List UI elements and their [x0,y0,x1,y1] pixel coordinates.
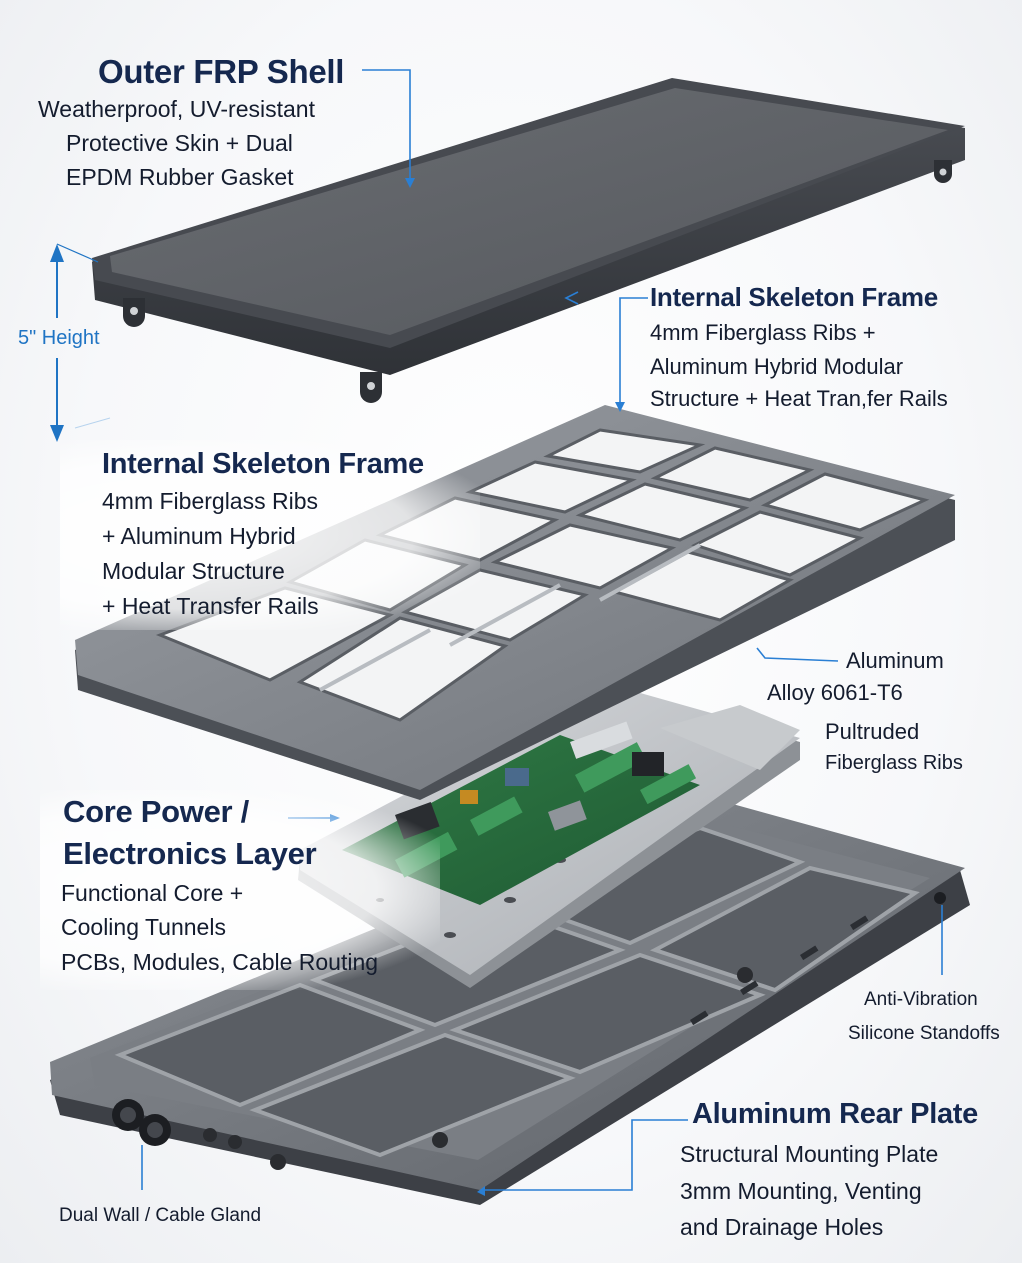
cable-gland-label: Dual Wall / Cable Gland [59,1205,262,1226]
outer-frp-shell [92,78,965,403]
core-power-line-2: Cooling Tunnels [61,914,226,940]
leader-aluminum-alloy [756,647,839,662]
outer-shell-title: Outer FRP Shell [98,53,345,90]
skeleton-left-title: Internal Skeleton Frame [102,448,424,480]
rear-plate-line-3: and Drainage Holes [680,1214,884,1240]
pultruded-line-2: Fiberglass Ribs [825,752,963,774]
skeleton-right-line-1: 4mm Fiberglass Ribs + [650,320,876,345]
rear-plate-line-1: Structural Mounting Plate [680,1141,939,1167]
aluminum-alloy-line-1: Aluminum [846,648,944,673]
skeleton-left-line-1: 4mm Fiberglass Ribs [102,488,318,514]
core-power-line-1: Functional Core + [61,880,244,906]
outer-shell-line-1: Weatherproof, UV-resistant [38,96,315,122]
height-dimension-label: 5" Height [18,327,100,349]
leader-outer-shell [362,69,411,180]
skeleton-right-line-2: Aluminum Hybrid Modular [650,354,904,379]
core-power-title-line-1: Core Power / [63,794,249,829]
cable-gland-icon [112,1099,286,1170]
core-power-line-3: PCBs, Modules, Cable Routing [61,949,379,975]
core-power-title-line-2: Electronics Layer [63,836,317,871]
skeleton-left-line-2: + Aluminum Hybrid [102,523,296,549]
skeleton-left-line-4: + Heat Transfer Rails [102,593,319,619]
pultruded-line-1: Pultruded [825,719,920,744]
rear-plate-title: Aluminum Rear Plate [692,1098,978,1130]
silicone-standoff-icon [934,892,946,904]
skeleton-right-line-3: Structure + Heat Tran,fer Rails [650,386,948,411]
arrow-up-icon [50,244,64,262]
rear-plate-line-2: 3mm Mounting, Venting [680,1178,922,1204]
aluminum-alloy-line-2: Alloy 6061-T6 [767,680,903,705]
label-backdrop [60,440,480,630]
skeleton-left-line-3: Modular Structure [102,558,285,584]
arrow-down-icon [50,425,64,442]
anti-vibration-line-2: Silicone Standoffs [848,1023,1000,1044]
leader-rear-plate [482,1119,688,1191]
anti-vibration-line-1: Anti-Vibration [864,989,978,1010]
outer-shell-line-3: EPDM Rubber Gasket [66,164,294,190]
skeleton-right-title: Internal Skeleton Frame [650,282,938,312]
outer-shell-line-2: Protective Skin + Dual [66,130,293,156]
height-dimension [50,243,111,442]
label-backdrop [40,790,440,990]
leader-skeleton-right [619,297,648,405]
internal-skeleton-frame [75,405,955,800]
